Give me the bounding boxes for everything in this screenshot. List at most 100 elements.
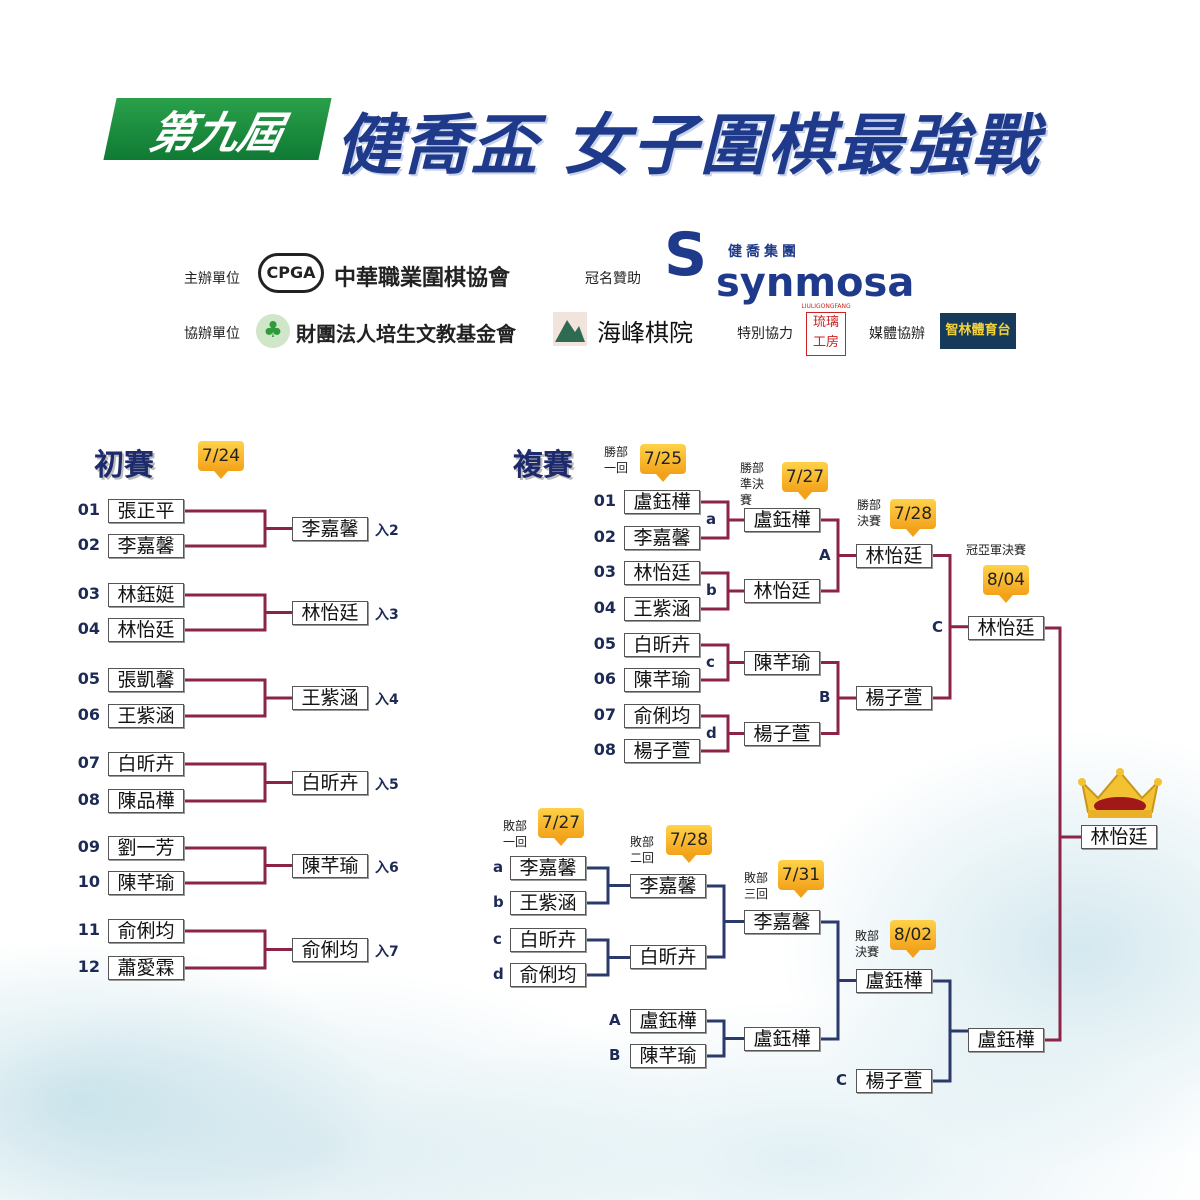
bracket-line (185, 929, 267, 970)
player-number: 04 (77, 619, 100, 638)
date-badge: 7/25 (640, 444, 686, 482)
match-letter: a (493, 858, 504, 876)
player-box: 白昕卉 (510, 928, 586, 952)
bracket-line (704, 1019, 726, 1058)
player-box: 王紫涵 (510, 891, 586, 915)
date-badge: 8/04 (983, 565, 1029, 603)
player-box: 陳芊瑜 (624, 668, 700, 692)
match-letter: C (932, 618, 944, 636)
player-box: 王紫涵 (108, 704, 184, 728)
winner-box: 林怡廷 (292, 600, 368, 625)
host-name: 中華職業圍棋協會 (334, 266, 511, 291)
match-letter: a (706, 510, 717, 528)
player-number: 08 (77, 790, 100, 809)
bracket-line (930, 979, 952, 1083)
player-number: 09 (77, 837, 100, 856)
champion-box: 林怡廷 (1081, 825, 1157, 849)
bracket-line (185, 509, 267, 548)
player-box: 王紫涵 (624, 597, 700, 621)
player-number: 02 (77, 535, 100, 554)
winner-box: 俞俐均 (292, 937, 368, 962)
match-letter: A (609, 1011, 621, 1029)
winner-box: 李嘉馨 (744, 910, 820, 934)
crown-icon (1078, 768, 1162, 818)
round-label: 勝部一回 (604, 445, 629, 475)
title-sponsor-label: 冠名贊助 (585, 271, 641, 287)
winner-box: 白昕卉 (630, 945, 706, 969)
winner-box: 王紫涵 (292, 686, 368, 710)
advance-label: 入4 (375, 692, 399, 708)
finalist-box: 林怡廷 (968, 616, 1044, 640)
winner-box: 盧鈺樺 (744, 1027, 820, 1051)
player-box: 陳品樺 (108, 789, 184, 813)
finalist-box: 盧鈺樺 (968, 1028, 1044, 1052)
synmosa-logo-icon: S (664, 220, 708, 290)
page-title: 健喬盃 女子圍棋最強戰 (335, 107, 1040, 184)
advance-label: 入3 (375, 606, 399, 623)
player-number: 06 (593, 669, 616, 688)
player-box: 蕭愛霖 (108, 956, 184, 980)
player-box: 俞俐均 (108, 919, 184, 943)
player-box: 林鈺娗 (108, 583, 184, 607)
winner-box: 陳芊瑜 (292, 853, 368, 878)
match-letter: b (493, 893, 504, 911)
player-number: 06 (77, 705, 100, 724)
title-sponsor-en: synmosa (716, 260, 915, 306)
media-label: 媒體協辦 (869, 326, 925, 342)
match-letter: A (819, 545, 831, 564)
bracket-line (704, 884, 726, 959)
media-name: 智林體育台 (940, 313, 1016, 349)
player-box: 楊子萱 (856, 1069, 932, 1093)
date-badge: 8/02 (890, 920, 936, 958)
player-box: 李嘉馨 (510, 856, 586, 880)
date-badge: 7/28 (890, 499, 936, 537)
winner-box: 林怡廷 (856, 543, 932, 568)
date-badge: 7/31 (778, 860, 824, 898)
date-badge: 7/28 (666, 825, 712, 863)
date-badge: 7/27 (538, 808, 584, 846)
player-box: 林怡廷 (108, 618, 184, 642)
bracket-line (185, 846, 267, 885)
player-box: 楊子萱 (624, 739, 700, 763)
prelim-heading: 初賽 (94, 448, 154, 483)
match-letter: C (836, 1071, 848, 1089)
player-box: 盧鈺樺 (630, 1009, 706, 1033)
player-number: 07 (593, 705, 616, 724)
player-number: 10 (77, 872, 100, 891)
player-box: 白昕卉 (108, 752, 184, 776)
liuli-logo: 琉璃工房 (806, 312, 846, 356)
player-number: 08 (593, 740, 616, 759)
winner-box: 陳芊瑜 (744, 650, 820, 675)
player-box: 張正平 (108, 499, 184, 523)
player-number: 03 (593, 562, 616, 581)
player-box: 俞俐均 (510, 963, 586, 987)
winner-box: 盧鈺樺 (744, 508, 820, 532)
winner-box: 李嘉馨 (292, 516, 368, 541)
special-name: 琉璃工房 (812, 315, 839, 350)
advance-label: 入5 (375, 776, 399, 793)
co-name: 財團法人培生文教基金會 (296, 322, 516, 346)
special-en: LIULIGONGFANG (801, 303, 851, 310)
match-letter: B (609, 1046, 621, 1064)
co-label: 協辦單位 (184, 326, 240, 342)
bracket-line (584, 866, 610, 905)
winner-box: 盧鈺樺 (856, 969, 932, 993)
special-label: 特別協力 (737, 326, 793, 342)
date-badge: 7/27 (782, 462, 828, 500)
bracket-line (584, 938, 610, 977)
match-letter: d (493, 965, 504, 983)
player-box: 盧鈺樺 (624, 490, 700, 514)
winner-box: 楊子萱 (744, 721, 820, 746)
round-label: 敗部一回 (503, 819, 528, 849)
player-number: 05 (593, 634, 616, 653)
advance-label: 入6 (375, 859, 399, 876)
player-box: 林怡廷 (624, 561, 700, 585)
match-letter: d (706, 723, 717, 742)
match-letter: b (706, 581, 717, 599)
player-number: 11 (77, 920, 100, 939)
player-box: 張凱馨 (108, 668, 184, 692)
co-name2: 海峰棋院 (597, 319, 693, 347)
round-label: 敗部決賽 (855, 929, 880, 959)
clover-icon: ♣ (256, 314, 290, 348)
